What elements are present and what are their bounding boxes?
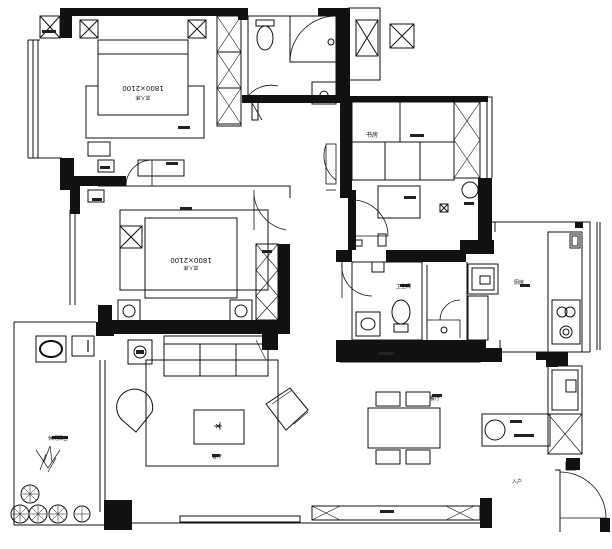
balcony: 休闲阳台 bbox=[10, 335, 95, 524]
balcony-label: 休闲阳台 bbox=[48, 435, 68, 442]
study-room: 书房 bbox=[349, 101, 481, 247]
bottom-cabinets bbox=[179, 505, 481, 523]
second-bed-size: 1800×2100 bbox=[170, 256, 212, 264]
plant-icon bbox=[35, 445, 61, 473]
bathroom-label: 卫生间 bbox=[396, 283, 411, 290]
second-bathroom: 卫生间 bbox=[339, 261, 481, 363]
living-room: 客厅 bbox=[116, 335, 309, 460]
master-bedroom: 1800×2100 双人床 bbox=[39, 15, 242, 187]
entrance: 入户 bbox=[512, 461, 607, 519]
kitchen-label: 厨房 bbox=[514, 279, 524, 286]
master-bathroom bbox=[247, 15, 337, 121]
second-bed bbox=[144, 217, 238, 299]
kitchen: 厨房 bbox=[467, 231, 583, 455]
corridor-doors bbox=[323, 143, 337, 191]
dining: 餐厅 bbox=[367, 391, 551, 465]
storage-box bbox=[355, 19, 415, 57]
second-bedroom: 1800×2100 双人床 bbox=[87, 185, 291, 323]
second-bed-label: 双人床 bbox=[183, 264, 198, 271]
master-bed bbox=[97, 39, 189, 116]
dining-label: 餐厅 bbox=[430, 395, 440, 402]
master-bed-label: 双人床 bbox=[135, 94, 150, 101]
entrance-label: 入户 bbox=[512, 478, 522, 485]
structural-walls bbox=[60, 8, 610, 532]
master-bed-size: 1800×2100 bbox=[122, 84, 164, 92]
study-label: 书房 bbox=[366, 131, 378, 139]
